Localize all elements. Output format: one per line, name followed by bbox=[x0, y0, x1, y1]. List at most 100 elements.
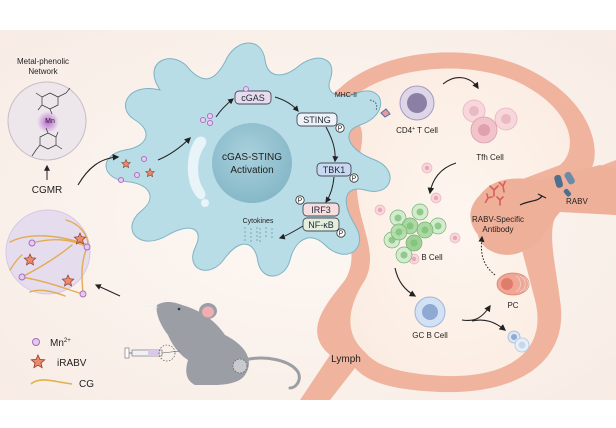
cytokine-dot bbox=[259, 240, 261, 242]
cytokine-dot bbox=[259, 232, 261, 234]
mhc-pointer bbox=[369, 99, 378, 111]
mpn-title-line1: Metal-phenolic bbox=[17, 57, 69, 66]
irabv-stars bbox=[23, 232, 87, 287]
memory-b-cells bbox=[507, 330, 530, 353]
tbk1-label: TBK1 bbox=[323, 165, 346, 175]
cytokine-dot bbox=[250, 232, 252, 234]
rabv-label: RABV bbox=[566, 197, 588, 206]
vesicle-dot bbox=[201, 199, 209, 207]
inhibition-arrow bbox=[519, 195, 543, 206]
pathway-tbk1: TBK1 P bbox=[316, 162, 359, 183]
nfkb-label: NF-κB bbox=[308, 220, 334, 230]
arrow-injection-to-cgmr bbox=[94, 284, 121, 297]
phospho-icon bbox=[349, 173, 359, 183]
irabv-star-icon bbox=[73, 232, 87, 245]
sting-label: STING bbox=[303, 115, 331, 125]
small-cell-nucleus bbox=[424, 165, 430, 171]
mn-particle-icon bbox=[140, 155, 148, 163]
nucleus-label-line1: cGAS-STING bbox=[222, 152, 282, 163]
legend: Mn2+ iRABV CG bbox=[30, 338, 94, 390]
legend-item-mn: Mn2+ bbox=[32, 338, 71, 349]
legend-label-mn: Mn2+ bbox=[50, 338, 71, 349]
mn-particles-intracellular bbox=[199, 112, 214, 127]
svg-text:P: P bbox=[338, 126, 343, 133]
b-cell-nucleus bbox=[400, 251, 408, 259]
arrow-bcell-to-gcb bbox=[394, 267, 417, 297]
irabv-star-icon bbox=[144, 167, 156, 178]
syringe-icon bbox=[124, 344, 181, 362]
gc-b-cell-label: GC B Cell bbox=[412, 331, 448, 340]
phospho-icon bbox=[335, 123, 345, 133]
b-cell-nucleus bbox=[394, 214, 402, 222]
cytokine-dot bbox=[244, 227, 246, 229]
mhc-ii-label: MHC-II bbox=[335, 92, 357, 99]
cytokines-label: Cytokines bbox=[243, 218, 274, 225]
cytokine-dot bbox=[259, 228, 261, 230]
gc-b-cell: GC B Cell bbox=[412, 296, 448, 340]
svg-text:P: P bbox=[352, 176, 357, 183]
cytokine-dot bbox=[265, 231, 267, 233]
star-icon bbox=[30, 353, 46, 369]
pc-label: PC bbox=[507, 301, 518, 310]
cytokine-dot bbox=[256, 235, 258, 237]
svg-text:P: P bbox=[339, 231, 344, 238]
arrow-pc-to-antibody bbox=[478, 235, 496, 276]
cytokine-dot bbox=[259, 236, 261, 238]
metal-phenolic-network: Metal-phenolic Network Mn CGMR bbox=[7, 57, 87, 196]
mn-icon bbox=[32, 338, 40, 346]
irf3-label: IRF3 bbox=[311, 205, 331, 215]
released-particles bbox=[117, 155, 156, 184]
arrow-cgmr-release bbox=[77, 154, 120, 186]
legend-label-cg: CG bbox=[79, 379, 94, 390]
irabv-star-icon bbox=[120, 158, 132, 169]
arrow-tbk1-to-irf3 bbox=[325, 176, 335, 203]
pathway-cgas: cGAS bbox=[234, 86, 272, 105]
cgmr-label: CGMR bbox=[32, 185, 63, 196]
tfh-cell-label: Tfh Cell bbox=[476, 153, 504, 162]
mn-particle-icon bbox=[117, 176, 125, 184]
mn-nodes bbox=[18, 239, 91, 298]
mn-center-label: Mn bbox=[45, 118, 55, 125]
irabv-star-icon bbox=[61, 274, 75, 287]
cytokine-dots bbox=[244, 227, 273, 242]
cg-chains bbox=[9, 219, 89, 297]
small-cell-nucleus bbox=[377, 207, 383, 213]
cgmr-particle bbox=[5, 209, 91, 298]
rabv-virus-icons bbox=[554, 171, 575, 197]
cgas-label: cGAS bbox=[241, 93, 265, 103]
tumor-site-icon bbox=[232, 358, 248, 374]
lymph-node-interior bbox=[348, 68, 570, 377]
mhc-molecule-icon bbox=[380, 108, 391, 118]
inhibition-bar bbox=[537, 193, 547, 199]
pathway-sting: STING P bbox=[296, 112, 345, 133]
small-cell-nucleus bbox=[452, 235, 458, 241]
phenolic-structure bbox=[31, 87, 71, 157]
lymph-label: Lymph bbox=[331, 354, 361, 365]
mn-glow bbox=[37, 111, 59, 133]
cytokine-dot bbox=[250, 228, 252, 230]
b-cell-nucleus bbox=[410, 239, 418, 247]
irabv-star-icon bbox=[23, 253, 37, 266]
cytokine-dot bbox=[265, 235, 267, 237]
arrow-sting-to-tbk1 bbox=[325, 126, 339, 163]
mn-particle-icon bbox=[133, 171, 141, 179]
dendritic-cell: cGAS-STING Activation cGAS STING P TBK1 … bbox=[105, 42, 391, 277]
pathway-nfkb: NF-κB P bbox=[302, 217, 346, 238]
b-cell-nucleus bbox=[395, 228, 403, 236]
cytokine-dot bbox=[250, 236, 252, 238]
arrow-tfh-to-bcell bbox=[427, 162, 457, 195]
phospho-icon bbox=[336, 228, 346, 238]
cytokine-dot bbox=[271, 228, 273, 230]
small-cell-nucleus bbox=[433, 195, 439, 201]
vesicle-shape bbox=[187, 136, 207, 200]
mhc-ii-complex: MHC-II bbox=[335, 92, 391, 118]
cytokine-dot bbox=[271, 236, 273, 238]
antibody-label-line1: RABV-Specific bbox=[472, 215, 524, 224]
medulla-blob bbox=[470, 165, 616, 255]
b-cell-nucleus bbox=[406, 222, 414, 230]
svg-text:P: P bbox=[298, 198, 303, 205]
b-cell-cluster bbox=[383, 203, 447, 264]
small-pink-cells bbox=[374, 162, 461, 265]
arrow-gcb-to-pc bbox=[461, 304, 491, 322]
